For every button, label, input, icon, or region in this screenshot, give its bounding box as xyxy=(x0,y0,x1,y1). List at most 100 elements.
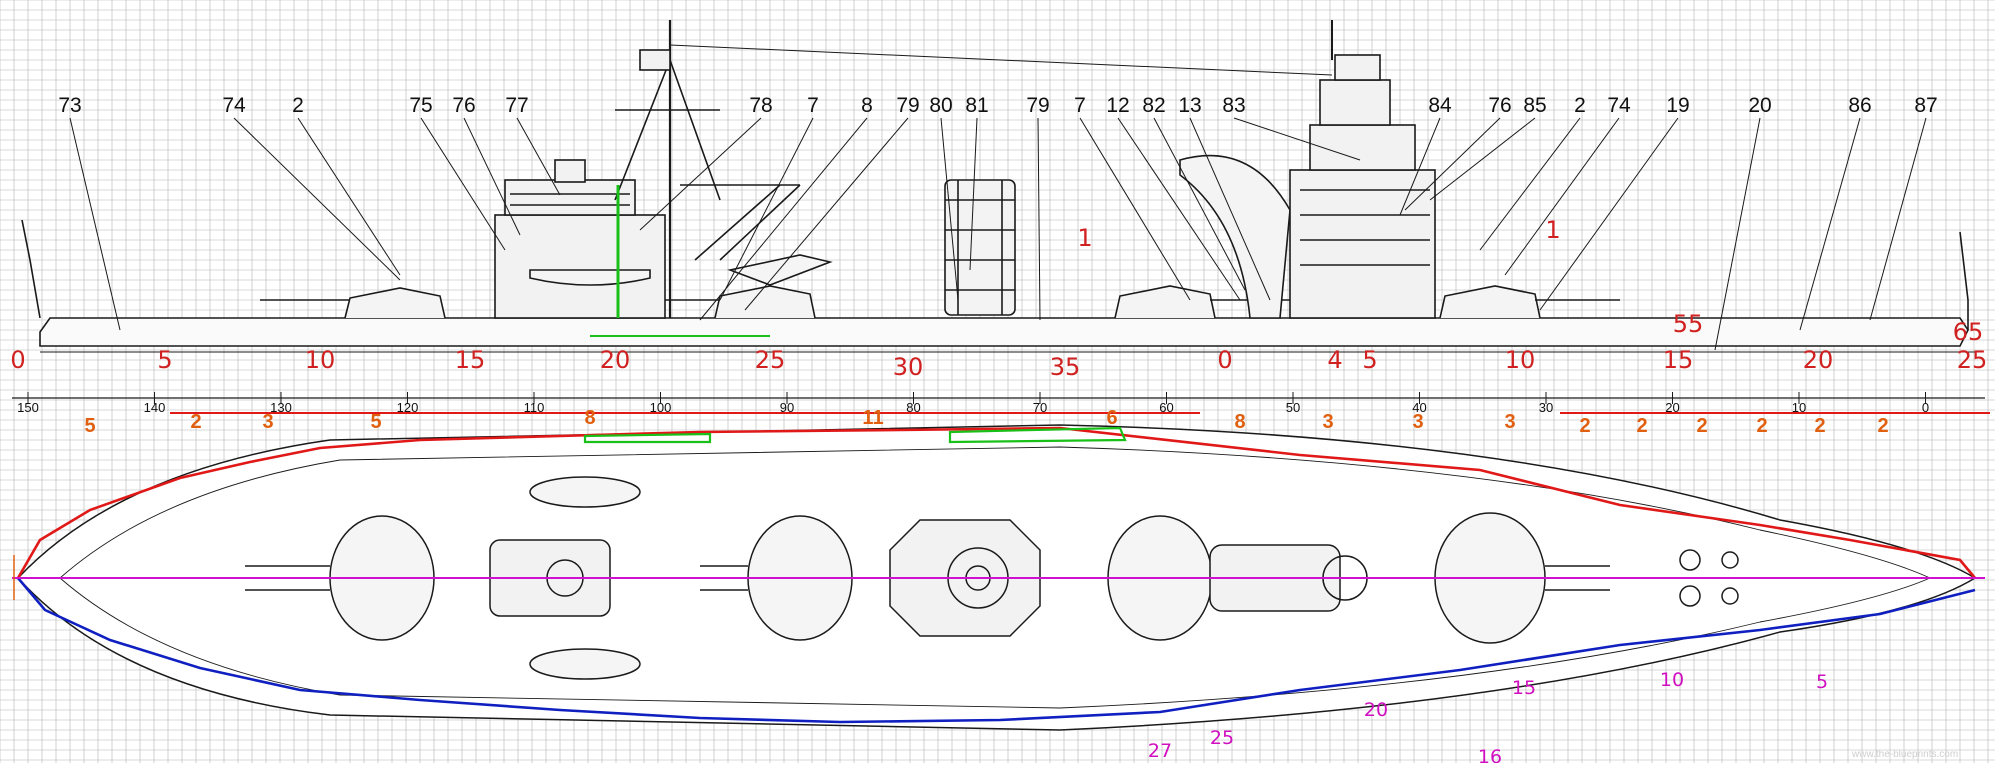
boat-port-plan xyxy=(529,476,641,508)
frame-number: 110 xyxy=(524,400,545,415)
red-mark: 0 xyxy=(1217,346,1232,374)
red-mark: 65 xyxy=(1953,318,1984,346)
pink-mark: 20 xyxy=(1364,699,1388,721)
capstan-starboard xyxy=(1679,585,1701,607)
callout-number: 83 xyxy=(1222,94,1245,117)
frame-number: 140 xyxy=(144,400,166,415)
bridge-deck xyxy=(1309,124,1416,171)
watermark-text: www.the-blueprints.com xyxy=(1851,749,1958,760)
pink-mark: 16 xyxy=(1478,746,1502,763)
callout-number: 2 xyxy=(292,94,304,117)
callout-number: 86 xyxy=(1848,94,1871,117)
red-mark: 55 xyxy=(1673,310,1704,338)
red-mark: 25 xyxy=(755,346,786,374)
callout-number: 81 xyxy=(965,94,988,117)
orange-mark: 2 xyxy=(190,411,201,433)
frame-number: 130 xyxy=(270,400,292,415)
funnel xyxy=(944,179,1016,316)
callout-number: 76 xyxy=(1488,94,1511,117)
blue-armor-outline xyxy=(17,577,1976,724)
red-mark: 1 xyxy=(1545,216,1560,244)
red-mark: 1 xyxy=(1077,224,1092,252)
red-mark: 20 xyxy=(1803,346,1834,374)
callout-number: 77 xyxy=(505,94,528,117)
orange-mark: 8 xyxy=(584,407,595,429)
frame-number: 150 xyxy=(17,400,39,415)
orange-mark: 2 xyxy=(1877,415,1888,437)
turret-a-profile xyxy=(344,287,446,319)
frame-number: 20 xyxy=(1665,400,1679,415)
callout-number: 73 xyxy=(58,94,81,117)
pink-mark: 10 xyxy=(1660,669,1684,691)
bridge-top xyxy=(1319,79,1391,126)
turret-c-profile xyxy=(1114,285,1216,319)
red-mark: 5 xyxy=(1362,346,1377,374)
orange-mark: 5 xyxy=(370,411,381,433)
profile-color-guides xyxy=(170,185,1990,414)
orange-mark: 8 xyxy=(1234,411,1245,433)
red-mark: 5 xyxy=(157,346,172,374)
red-mark: 4 xyxy=(1327,346,1342,374)
frame-number: 80 xyxy=(906,400,920,415)
orange-mark: 2 xyxy=(1579,415,1590,437)
boat-port-profile xyxy=(529,269,651,286)
orange-mark: 2 xyxy=(1756,415,1767,437)
aft-director xyxy=(554,159,586,183)
orange-mark: 11 xyxy=(862,407,883,429)
frame-number: 70 xyxy=(1033,400,1047,415)
rangefinder-top xyxy=(1334,54,1381,81)
capstan-port xyxy=(1679,549,1701,571)
callout-number: 79 xyxy=(1026,94,1049,117)
callout-number: 20 xyxy=(1748,94,1771,117)
frame-number: 50 xyxy=(1286,400,1300,415)
orange-mark: 2 xyxy=(1696,415,1707,437)
red-mark: 30 xyxy=(893,353,924,381)
callout-number: 74 xyxy=(222,94,246,117)
turret-b-profile xyxy=(714,285,816,319)
bow-stem xyxy=(1959,231,1969,330)
orange-mark: 2 xyxy=(1814,415,1825,437)
red-mark: 15 xyxy=(1663,346,1694,374)
callout-number: 19 xyxy=(1666,94,1689,117)
callout-number: 12 xyxy=(1106,94,1129,117)
callout-number: 8 xyxy=(861,94,873,117)
callout-number: 2 xyxy=(1574,94,1586,117)
callout-number: 87 xyxy=(1914,94,1937,117)
forward-curved-structure xyxy=(1179,154,1291,319)
frame-number: 60 xyxy=(1159,400,1173,415)
red-mark: 15 xyxy=(455,346,486,374)
frame-number: 100 xyxy=(650,400,672,415)
aft-superstructure xyxy=(494,214,666,319)
red-mark: 0 xyxy=(10,346,25,374)
callout-number: 82 xyxy=(1142,94,1165,117)
frame-number: 90 xyxy=(780,400,794,415)
plan-armor-outlines xyxy=(12,426,1985,724)
callout-number: 75 xyxy=(409,94,432,117)
callout-leaders xyxy=(69,117,1927,351)
orange-mark: 3 xyxy=(1504,411,1515,433)
forward-superstructure xyxy=(1289,169,1436,319)
frame-number: 10 xyxy=(1792,400,1806,415)
aft-crane xyxy=(680,184,801,261)
callout-number: 78 xyxy=(749,94,772,117)
aft-bridge-deck xyxy=(504,179,636,216)
rigging-line xyxy=(669,44,1333,76)
callout-number: 74 xyxy=(1607,94,1631,117)
callout-number: 85 xyxy=(1523,94,1546,117)
callout-number: 79 xyxy=(896,94,919,117)
callout-number: 84 xyxy=(1428,94,1452,117)
orange-mark: 3 xyxy=(262,411,273,433)
orange-mark: 3 xyxy=(1322,411,1333,433)
aircraft-amidships xyxy=(727,254,833,286)
pink-mark: 27 xyxy=(1148,740,1172,762)
pink-mark: 15 xyxy=(1512,677,1536,699)
orange-mark: 6 xyxy=(1106,407,1117,429)
frame-number: 0 xyxy=(1922,400,1929,415)
stern-post xyxy=(21,219,41,319)
